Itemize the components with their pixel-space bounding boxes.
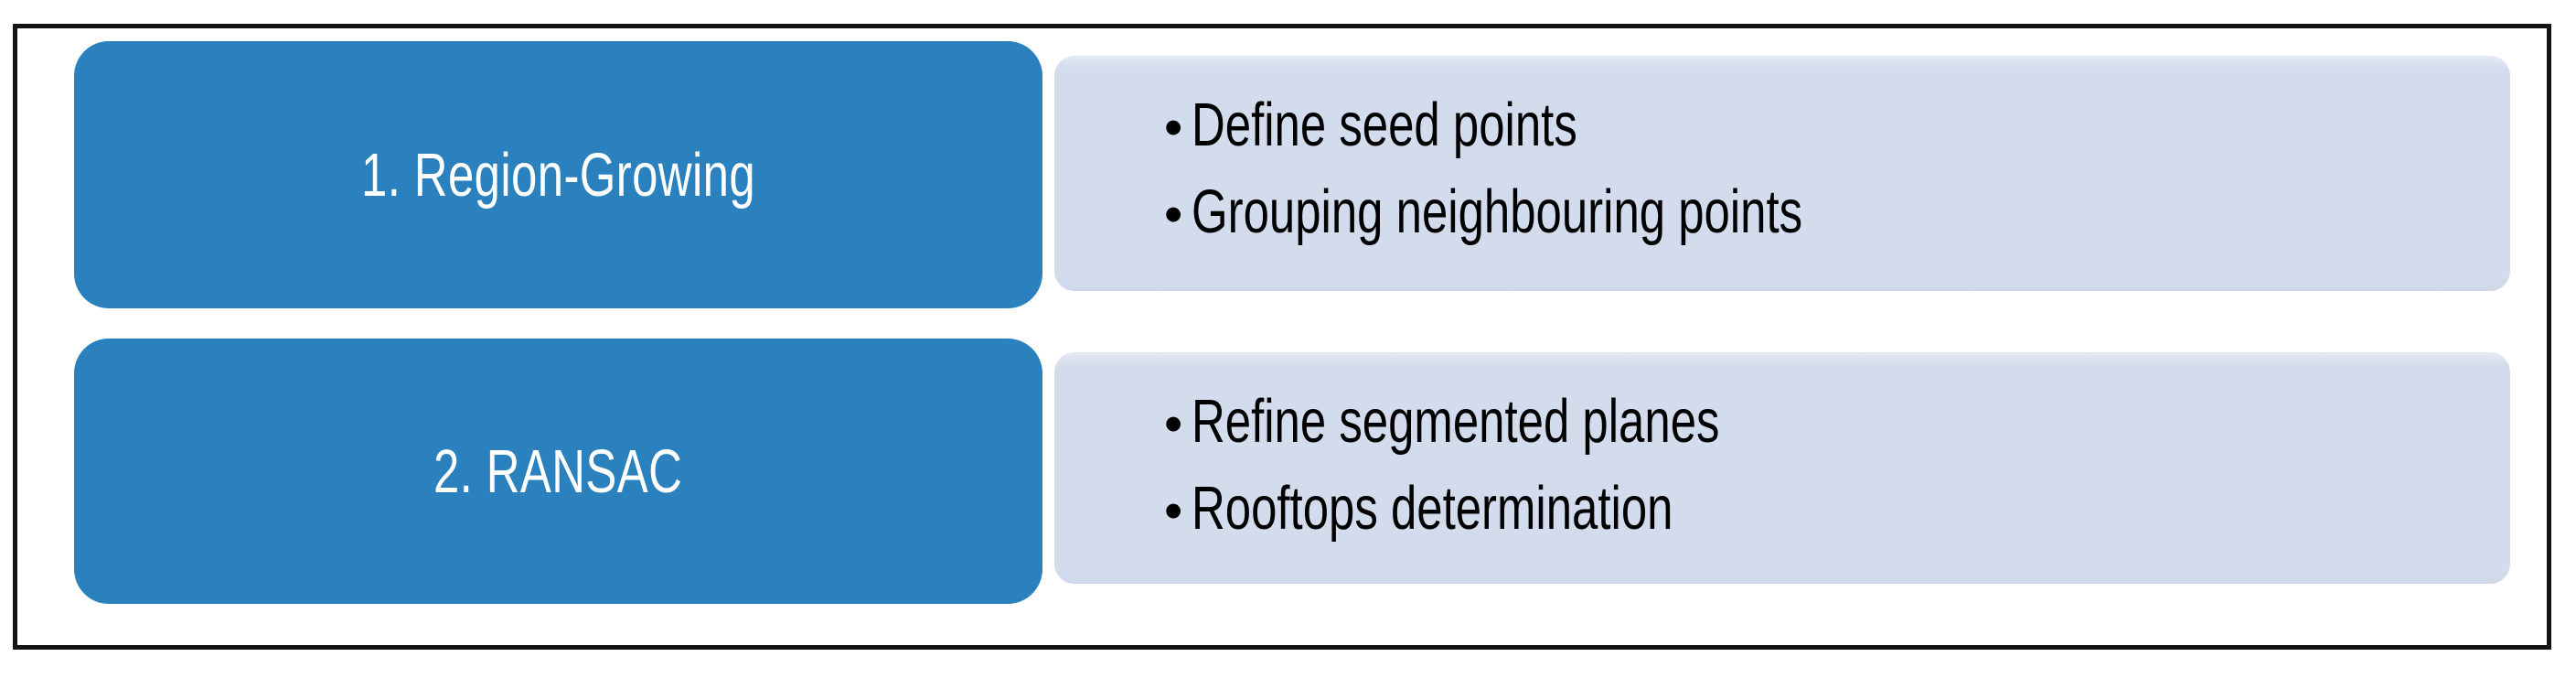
bullet-dot-icon: • xyxy=(1164,98,1183,157)
list-item: • Define seed points xyxy=(1164,81,2510,168)
bullet-text: Grouping neighbouring points xyxy=(1192,178,1803,247)
detail-panel-1: • Define seed points • Grouping neighbou… xyxy=(1054,56,2510,291)
bullet-text: Define seed points xyxy=(1192,91,1577,159)
bullet-text: Refine segmented planes xyxy=(1192,387,1720,456)
list-item: • Refine segmented planes xyxy=(1164,378,2510,465)
bullet-list-2: • Refine segmented planes • Rooftops det… xyxy=(1164,378,2510,552)
step-label-1: 1. Region-Growing xyxy=(360,140,755,210)
bullet-dot-icon: • xyxy=(1164,185,1183,245)
step-label-2: 2. RANSAC xyxy=(433,436,683,506)
list-item: • Rooftops determination xyxy=(1164,465,2510,552)
process-step-row-1: 1. Region-Growing • Define seed points •… xyxy=(17,28,2547,308)
step-box-2[interactable]: 2. RANSAC xyxy=(74,339,1042,604)
bullet-dot-icon: • xyxy=(1164,394,1183,454)
step-box-1[interactable]: 1. Region-Growing xyxy=(74,41,1042,308)
detail-panel-2: • Refine segmented planes • Rooftops det… xyxy=(1054,352,2510,584)
bullet-list-1: • Define seed points • Grouping neighbou… xyxy=(1164,81,2510,255)
list-item: • Grouping neighbouring points xyxy=(1164,168,2510,255)
diagram-frame: 1. Region-Growing • Define seed points •… xyxy=(13,24,2551,650)
bullet-dot-icon: • xyxy=(1164,481,1183,542)
bullet-text: Rooftops determination xyxy=(1192,474,1673,543)
process-step-row-2: 2. RANSAC • Refine segmented planes • Ro… xyxy=(17,326,2547,604)
